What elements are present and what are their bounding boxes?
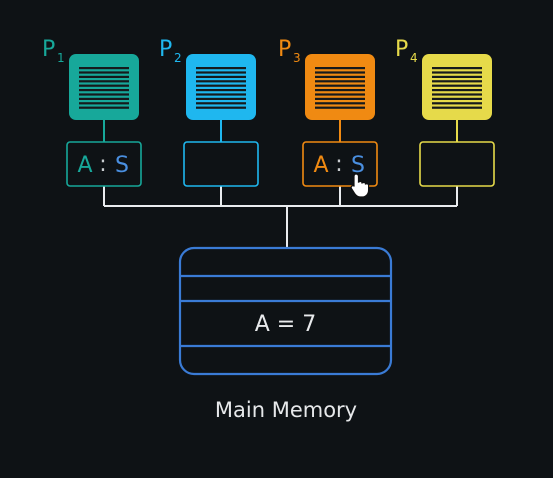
chip-stripe xyxy=(315,102,365,105)
chip-stripe xyxy=(79,93,129,96)
memory-value: A = 7 xyxy=(255,312,316,337)
processor-index-1: 1 xyxy=(57,51,65,65)
chip-stripe xyxy=(432,102,482,105)
chip-stripe xyxy=(432,67,482,70)
chip-stripe xyxy=(315,97,365,100)
chip-stripe xyxy=(79,75,129,78)
chip-stripe xyxy=(79,102,129,105)
processor-label-4: P xyxy=(395,37,408,62)
cache-variable-3: A xyxy=(313,153,328,178)
chip-stripe xyxy=(432,106,482,109)
chip-stripe xyxy=(432,97,482,100)
cache-variable-1: A xyxy=(77,153,92,178)
cache-state-3: S xyxy=(351,153,365,178)
chip-stripe xyxy=(432,89,482,92)
chip-stripe xyxy=(79,67,129,70)
chip-stripe xyxy=(79,97,129,100)
chip-stripe xyxy=(79,89,129,92)
chip-stripe xyxy=(315,75,365,78)
processor-index-4: 4 xyxy=(410,51,418,65)
processor-chip-3 xyxy=(305,54,375,120)
cache-separator-1: : xyxy=(99,152,106,177)
chip-stripe xyxy=(196,106,246,109)
chip-stripe xyxy=(315,89,365,92)
processor-label-1: P xyxy=(42,37,55,62)
cache-box-1 xyxy=(66,141,142,187)
chip-stripe xyxy=(432,75,482,78)
chip-stripe xyxy=(196,67,246,70)
chip-stripe xyxy=(196,89,246,92)
processor-chip-1 xyxy=(69,54,139,120)
processor-chip-2 xyxy=(186,54,256,120)
cache-box-2 xyxy=(183,141,259,187)
hand-cursor-shape xyxy=(350,173,370,198)
main-memory-box xyxy=(178,246,393,376)
chip-stripe xyxy=(432,84,482,87)
chip-stripe xyxy=(432,93,482,96)
chip-stripe xyxy=(196,102,246,105)
cache-box-4 xyxy=(419,141,495,187)
chip-stripe xyxy=(196,97,246,100)
processor-label-3: P xyxy=(278,37,291,62)
chip-stripe xyxy=(196,71,246,74)
chip-stripe xyxy=(315,67,365,70)
chip-stripe xyxy=(432,71,482,74)
chip-stripe xyxy=(196,80,246,83)
processor-index-2: 2 xyxy=(174,51,182,65)
main-memory: A = 7 xyxy=(178,246,393,376)
main-memory-caption: Main Memory xyxy=(215,398,357,422)
chip-stripe xyxy=(79,80,129,83)
chip-stripe xyxy=(79,71,129,74)
chip-stripe xyxy=(196,75,246,78)
chip-stripe xyxy=(315,93,365,96)
chip-stripe xyxy=(79,84,129,87)
chip-stripe xyxy=(315,84,365,87)
cache-state-1: S xyxy=(115,153,129,178)
chip-stripe xyxy=(196,93,246,96)
chip-stripe xyxy=(432,80,482,83)
chip-stripe xyxy=(315,80,365,83)
processor-index-3: 3 xyxy=(293,51,301,65)
hand-cursor-icon xyxy=(350,173,370,198)
processor-chip-4 xyxy=(422,54,492,120)
chip-stripe xyxy=(315,71,365,74)
chip-stripe xyxy=(196,84,246,87)
chip-stripe xyxy=(315,106,365,109)
chip-stripe xyxy=(79,106,129,109)
processor-label-2: P xyxy=(159,37,172,62)
cache-separator-3: : xyxy=(335,152,342,177)
